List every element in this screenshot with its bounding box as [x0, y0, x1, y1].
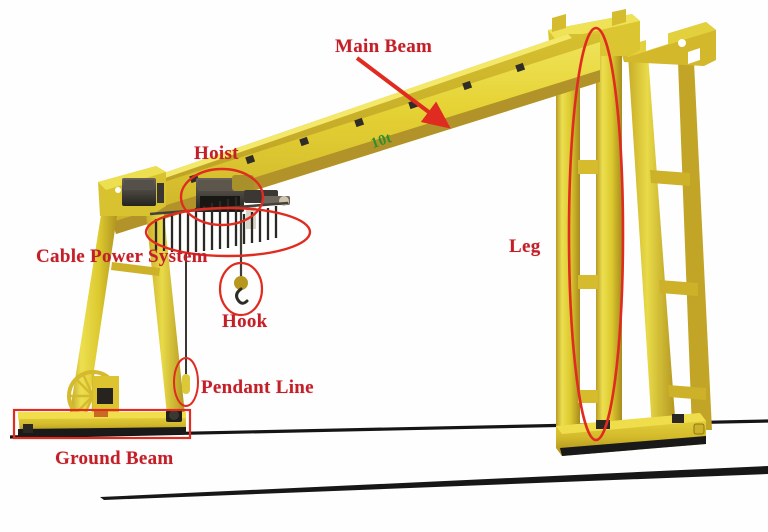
pendant-line: [182, 252, 190, 394]
cable-reel-drum: [67, 370, 119, 422]
hook-ellipse: [218, 261, 264, 317]
label-pendant-line: Pendant Line: [201, 377, 314, 398]
right-leg-assembly: [548, 9, 716, 456]
label-hook: Hook: [222, 311, 268, 332]
pendant-ellipse: [173, 357, 199, 407]
label-main-beam: Main Beam: [335, 36, 433, 57]
ground-beam-rect: [12, 408, 192, 440]
callout-annotations: [12, 26, 625, 442]
hook-and-rope: [234, 212, 249, 305]
hoist-ellipse: [179, 167, 265, 227]
main-beam: [106, 34, 600, 234]
cable-power-ellipse: [144, 206, 312, 258]
leg-ellipse: [567, 26, 625, 442]
label-leg: Leg: [509, 236, 541, 257]
left-leg-assembly: [18, 166, 186, 437]
label-ground-beam: Ground Beam: [55, 448, 174, 469]
main-beam-arrow: [355, 56, 451, 129]
label-cable-power-system: Cable Power System: [36, 246, 208, 267]
label-hoist: Hoist: [194, 143, 239, 164]
